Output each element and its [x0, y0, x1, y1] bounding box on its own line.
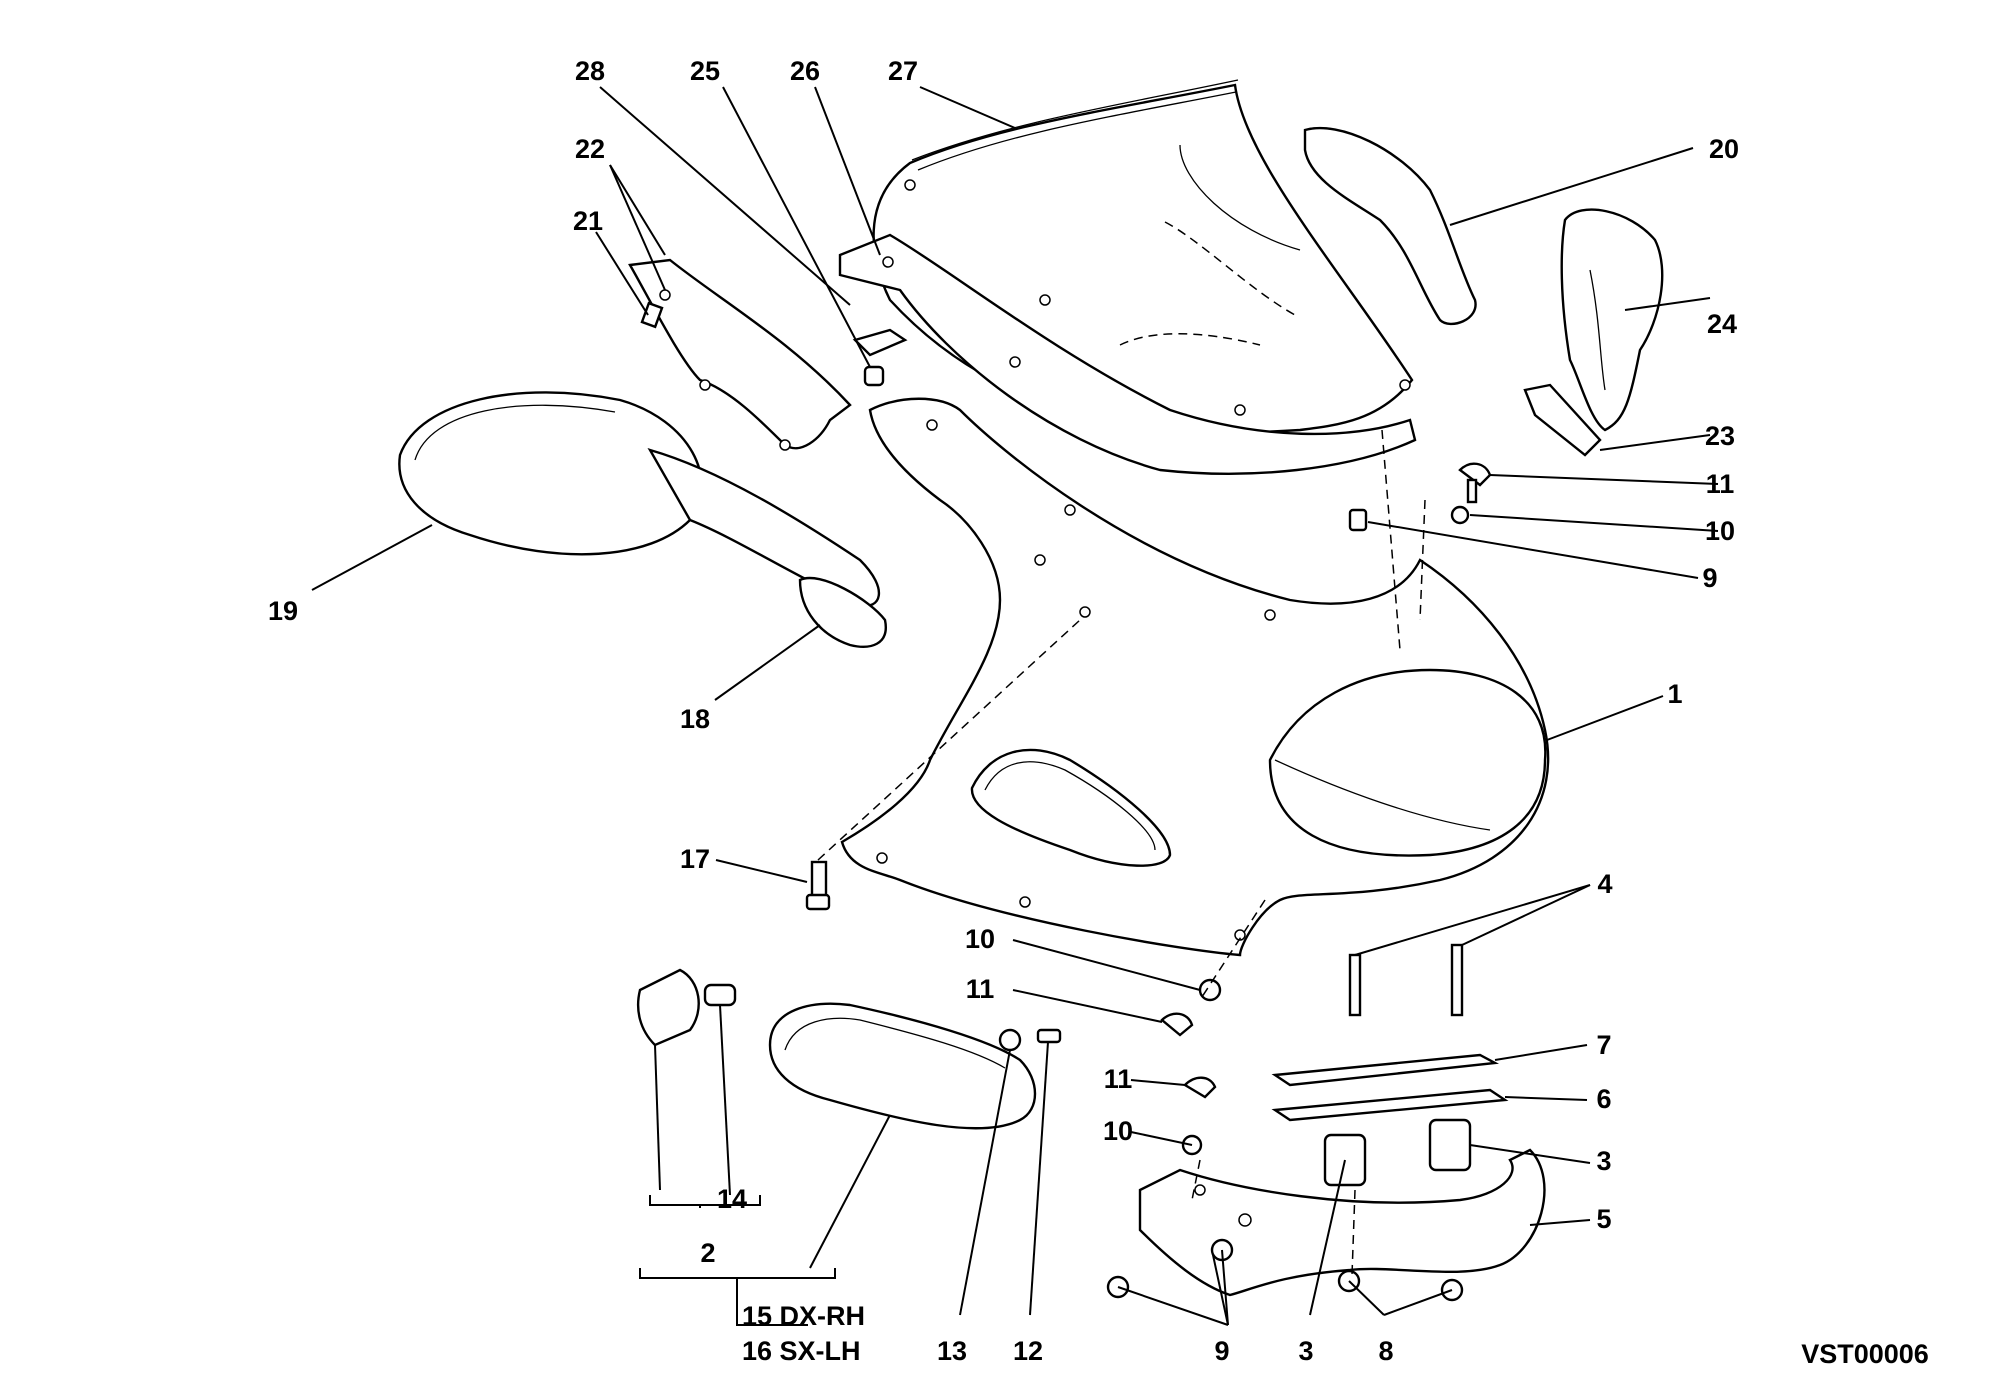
deflector — [1303, 126, 1477, 326]
label-6: 6 — [1596, 1084, 1611, 1114]
label-17: 17 — [680, 844, 710, 874]
label-3-lower: 3 — [1298, 1336, 1313, 1366]
label-9-lower: 9 — [1214, 1336, 1229, 1366]
label-15: 15 DX-RH — [742, 1301, 865, 1331]
mirror — [398, 391, 880, 607]
screws-4 — [1348, 943, 1464, 1017]
side-bracket — [628, 258, 852, 451]
label-8: 8 — [1378, 1336, 1393, 1366]
label-11-mid: 11 — [966, 974, 995, 1004]
label-20: 20 — [1709, 134, 1739, 164]
label-13: 13 — [937, 1336, 967, 1366]
lower-bracket — [1138, 1148, 1546, 1297]
mirror-mount — [1560, 208, 1664, 432]
label-28: 28 — [575, 56, 605, 86]
label-3-right: 3 — [1596, 1146, 1611, 1176]
label-10-upper: 10 — [1705, 516, 1735, 546]
label-5: 5 — [1596, 1204, 1611, 1234]
label-9-upper: 9 — [1702, 563, 1717, 593]
label-4: 4 — [1597, 869, 1612, 899]
screw-17 — [805, 619, 1081, 911]
diagram-code: VST00006 — [1801, 1339, 1929, 1369]
label-2: 2 — [700, 1238, 715, 1268]
label-11-upper: 11 — [1706, 469, 1735, 499]
inner-bracket — [838, 233, 1417, 475]
callout-labels: 28 25 26 27 22 21 20 24 23 11 10 9 1 19 … — [268, 56, 1929, 1369]
label-16: 16 SX-LH — [742, 1336, 861, 1366]
upper-fasteners — [1348, 429, 1492, 651]
label-22: 22 — [575, 134, 605, 164]
label-7: 7 — [1596, 1030, 1611, 1060]
label-19: 19 — [268, 596, 298, 626]
label-12: 12 — [1013, 1336, 1043, 1366]
grouping-brackets — [639, 1195, 836, 1326]
screw-21 — [640, 301, 664, 329]
label-27: 27 — [888, 56, 918, 86]
rubber-mounts — [1323, 1118, 1472, 1187]
label-26: 26 — [790, 56, 820, 86]
label-10-lower: 10 — [1103, 1116, 1133, 1146]
label-1: 1 — [1667, 679, 1682, 709]
mirror-gasket — [798, 577, 887, 648]
label-25: 25 — [690, 56, 720, 86]
label-10-mid: 10 — [965, 924, 995, 954]
label-23: 23 — [1705, 421, 1735, 451]
label-18: 18 — [680, 704, 710, 734]
label-21: 21 — [573, 206, 603, 236]
turn-signal — [636, 968, 1062, 1130]
label-14: 14 — [717, 1184, 747, 1214]
rubber-strips — [1271, 1053, 1509, 1122]
small-bracket — [852, 328, 908, 387]
front-fairing — [840, 397, 1550, 957]
label-24: 24 — [1707, 309, 1737, 339]
label-11-lower: 11 — [1104, 1064, 1133, 1094]
leader-lines — [311, 86, 1719, 1326]
mount-gasket — [1523, 383, 1602, 457]
